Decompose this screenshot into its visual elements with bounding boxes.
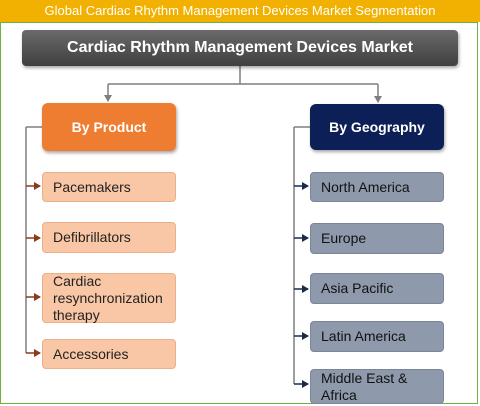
geography-item-middle-east-africa: Middle East & Africa (310, 369, 444, 404)
geography-item-latin-america: Latin America (310, 321, 444, 352)
geography-item-asia-pacific: Asia Pacific (310, 273, 444, 304)
product-item-defibrillators: Defibrillators (42, 222, 176, 253)
geography-category: By Geography (310, 104, 444, 150)
product-item-pacemakers: Pacemakers (42, 172, 176, 202)
product-item-crt: Cardiac resynchronization therapy (42, 273, 176, 323)
product-category: By Product (42, 103, 176, 151)
geography-item-north-america: North America (310, 172, 444, 202)
root-node: Cardiac Rhythm Management Devices Market (22, 30, 458, 66)
product-item-accessories: Accessories (42, 339, 176, 369)
diagram-frame (0, 22, 478, 404)
geography-item-europe: Europe (310, 223, 444, 254)
banner-title: Global Cardiac Rhythm Management Devices… (0, 0, 480, 22)
